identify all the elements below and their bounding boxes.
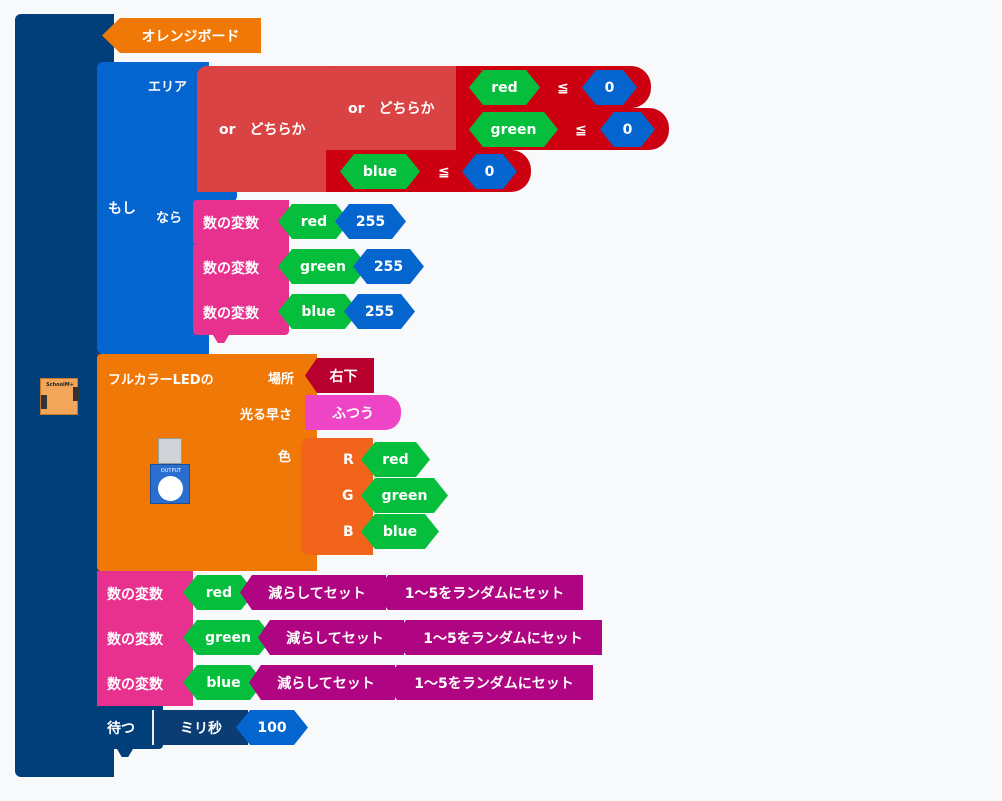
number-255[interactable]: 255 xyxy=(335,204,406,239)
variable-label: red xyxy=(300,213,328,230)
random-value-block[interactable]: 1〜5をランダムにセット xyxy=(385,665,593,700)
variable-label: green xyxy=(381,487,428,504)
set-label: 数の変数 xyxy=(203,215,259,232)
led-title: フルカラーLEDの xyxy=(108,373,214,388)
number-zero-green-label: 0 xyxy=(622,121,633,138)
rgb-color-block[interactable] xyxy=(301,438,373,555)
variable-red[interactable]: red xyxy=(278,204,350,239)
number-label: 100 xyxy=(257,719,287,736)
g-label: G xyxy=(342,488,354,504)
decrease-set-red[interactable]: 数の変数 xyxy=(97,571,193,616)
place-label: 場所 xyxy=(268,372,295,387)
number-label: 255 xyxy=(364,303,395,320)
number-255[interactable]: 255 xyxy=(353,249,424,284)
decrease-operator-dropdown[interactable]: 減らしてセット xyxy=(258,620,404,655)
set-variable-red-255[interactable]: 数の変数 xyxy=(193,200,289,245)
set-label: 数の変数 xyxy=(107,676,163,693)
or-block-outer-label: or どちらか xyxy=(219,122,306,138)
or-block-inner[interactable]: or どちらか xyxy=(326,66,466,150)
variable-label: blue xyxy=(301,303,336,320)
number-label: 255 xyxy=(373,258,404,275)
variable-label: green xyxy=(300,258,346,275)
set-label: 数の変数 xyxy=(107,586,163,603)
place-dropdown[interactable]: 右下 xyxy=(305,358,374,393)
b-label: B xyxy=(343,524,354,540)
variable-label: blue xyxy=(382,523,418,540)
variable-blue[interactable]: blue xyxy=(361,514,439,549)
decrease-set-blue[interactable]: 数の変数 xyxy=(97,661,193,706)
random-label: 1〜5をランダムにセット xyxy=(423,630,583,647)
variable-green-label: green xyxy=(490,121,537,138)
set-label: 数の変数 xyxy=(203,260,259,277)
variable-label: green xyxy=(205,629,251,646)
variable-label: blue xyxy=(206,674,241,691)
set-variable-blue-255[interactable]: 数の変数 xyxy=(193,290,289,335)
operator-label: 減らしてセット xyxy=(277,675,375,692)
number-255[interactable]: 255 xyxy=(344,294,415,329)
variable-blue-label: blue xyxy=(362,163,398,180)
number-label: 255 xyxy=(355,213,386,230)
number-100[interactable]: 100 xyxy=(236,710,308,745)
variable-blue[interactable]: blue xyxy=(340,154,420,189)
unit-label: ミリ秒 xyxy=(180,720,222,737)
then-label: なら xyxy=(156,211,183,226)
led-icon-text: OUTPUT xyxy=(160,468,182,474)
board-icon: SchoolM+ xyxy=(40,378,79,415)
decrease-set-green[interactable]: 数の変数 xyxy=(97,616,193,661)
speed-label: 光る早さ xyxy=(240,408,293,423)
or-block-outer[interactable]: or どちらか xyxy=(197,66,337,192)
set-label: 数の変数 xyxy=(203,305,259,322)
op-lte-red: ≦ xyxy=(557,80,569,96)
speed-value: ふつう xyxy=(332,405,374,422)
variable-red[interactable]: red xyxy=(469,70,540,105)
milliseconds-block[interactable]: ミリ秒 xyxy=(152,710,248,745)
variable-label: red xyxy=(205,584,233,601)
full-color-led-block[interactable] xyxy=(97,354,317,571)
random-value-block[interactable]: 1〜5をランダムにセット xyxy=(394,620,602,655)
number-zero-red-label: 0 xyxy=(604,79,615,96)
if-block-footer xyxy=(97,192,237,202)
area-label: エリア xyxy=(148,80,188,95)
r-label: R xyxy=(343,452,354,468)
variable-red[interactable]: red xyxy=(361,442,430,477)
led-output-icon: OUTPUT xyxy=(150,438,190,504)
random-value-block[interactable]: 1〜5をランダムにセット xyxy=(376,575,583,610)
set-variable-green-255[interactable]: 数の変数 xyxy=(193,245,289,290)
if-block[interactable] xyxy=(97,62,209,354)
operator-label: 減らしてセット xyxy=(286,630,384,647)
variable-red-label: red xyxy=(491,79,518,96)
if-label: もし xyxy=(108,201,136,217)
set-label: 数の変数 xyxy=(107,631,163,648)
event-block-orangeboard[interactable]: オレンジボード xyxy=(102,18,261,53)
decrease-operator-dropdown[interactable]: 減らしてセット xyxy=(240,575,386,610)
wait-label: 待つ xyxy=(107,720,135,737)
speed-dropdown[interactable]: ふつう xyxy=(305,395,401,430)
number-zero-blue-label: 0 xyxy=(484,163,495,180)
board-icon-label: SchoolM+ xyxy=(46,382,74,388)
color-label: 色 xyxy=(278,450,292,465)
op-lte-green: ≦ xyxy=(575,122,587,138)
place-value: 右下 xyxy=(329,368,358,385)
variable-label: red xyxy=(382,451,409,468)
or-block-inner-label: or どちらか xyxy=(348,101,435,117)
op-lte-blue: ≦ xyxy=(438,164,450,180)
event-label: オレンジボード xyxy=(141,28,240,45)
variable-green[interactable]: green xyxy=(469,112,558,147)
operator-label: 減らしてセット xyxy=(268,585,366,602)
variable-green[interactable]: green xyxy=(361,478,448,513)
random-label: 1〜5をランダムにセット xyxy=(404,585,565,602)
random-label: 1〜5をランダムにセット xyxy=(414,675,574,692)
decrease-operator-dropdown[interactable]: 減らしてセット xyxy=(249,665,395,700)
